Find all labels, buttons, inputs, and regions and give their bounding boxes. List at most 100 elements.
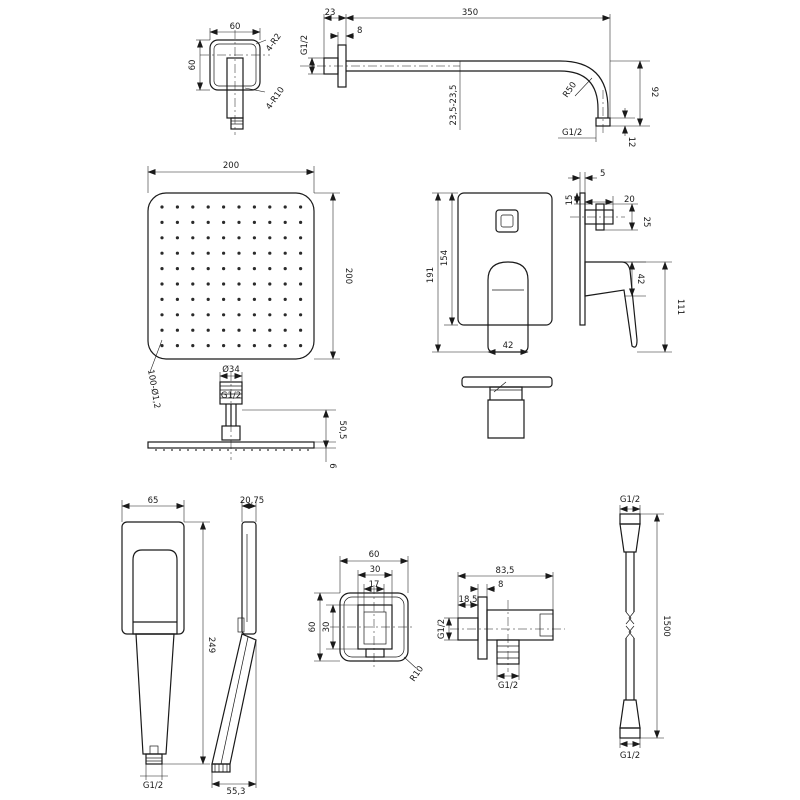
- nozzle-dot: [206, 220, 210, 224]
- nozzle-dot: [252, 328, 256, 332]
- nozzle-dot: [283, 205, 287, 209]
- nozzle-dot: [237, 344, 241, 348]
- nozzle-dot: [268, 267, 272, 271]
- shower-arm-view: 23 350 8 G1/2 23,5-23,5 R50 92 12 G1/2: [300, 8, 659, 147]
- side-nozzle-dot: [155, 449, 157, 451]
- outlet-elbow-side-flange: [477, 596, 488, 660]
- hose-thread-bottom-label: G1/2: [620, 751, 640, 761]
- nozzle-dot: [175, 205, 179, 209]
- head-shower-width-label: 200: [223, 161, 239, 171]
- side-nozzle-dot: [219, 449, 221, 451]
- head-shower-thread-label: G1/2: [221, 391, 241, 401]
- nozzle-dot: [175, 236, 179, 240]
- nozzle-dot: [299, 328, 303, 332]
- nozzle-dot: [206, 205, 210, 209]
- nozzle-dot: [206, 297, 210, 301]
- mixer-side-height-label: 111: [675, 299, 685, 315]
- nozzle-dot: [191, 313, 195, 317]
- nozzle-dot: [283, 282, 287, 286]
- shower-arm-pipe: [346, 60, 609, 118]
- nozzle-dot: [268, 282, 272, 286]
- side-nozzle-dot: [291, 449, 293, 451]
- outlet-elbow-view: 60 30 17 60 30 R10 83,5: [308, 550, 565, 691]
- shower-arm-thread-top-label: G1/2: [300, 35, 310, 55]
- side-nozzle-dot: [195, 449, 197, 451]
- nozzle-dot: [283, 297, 287, 301]
- hand-shower-side-head: [241, 521, 257, 635]
- nozzle-dot: [222, 267, 226, 271]
- nozzle-dot: [175, 328, 179, 332]
- shower-arm-range-label: 23,5-23,5: [449, 85, 459, 126]
- head-shower-side-nozzles: [155, 449, 309, 451]
- head-shower-plate: [147, 192, 315, 360]
- mixer-height-total-label: 191: [426, 267, 436, 283]
- head-shower-connector-diameter-label: Ø34: [222, 364, 240, 375]
- nozzle-dot: [206, 267, 210, 271]
- shower-arm-height-label: 92: [649, 87, 659, 98]
- mixer-top-valve: [487, 386, 525, 439]
- nozzle-dot: [237, 282, 241, 286]
- outlet-elbow-width-label: 60: [369, 550, 380, 560]
- wall-mount-height-label: 60: [188, 60, 198, 71]
- nozzle-dot: [206, 236, 210, 240]
- nozzle-dot: [222, 282, 226, 286]
- head-shower-nozzle-grid: [160, 205, 303, 348]
- nozzle-dot: [191, 205, 195, 209]
- nozzle-dot: [268, 251, 272, 255]
- nozzle-dot: [191, 220, 195, 224]
- side-nozzle-dot: [203, 449, 205, 451]
- mixer-diverter-button: [495, 209, 519, 233]
- head-shower-height-label: 200: [343, 268, 353, 284]
- head-shower-thickness-label: 6: [327, 463, 337, 468]
- nozzle-dot: [283, 313, 287, 317]
- nozzle-dot: [191, 267, 195, 271]
- hose-view: G1/2 1500 G1/2: [619, 495, 671, 761]
- nozzle-dot: [299, 251, 303, 255]
- nozzle-dot: [175, 220, 179, 224]
- mixer-top-plate: [461, 376, 553, 388]
- nozzle-dot: [268, 236, 272, 240]
- hand-shower-width-label: 65: [148, 496, 159, 506]
- shower-arm-flange-label: 8: [357, 26, 362, 36]
- nozzle-dot: [252, 267, 256, 271]
- nozzle-dot: [160, 251, 164, 255]
- side-nozzle-dot: [243, 449, 245, 451]
- outlet-elbow-thread-bottom-label: G1/2: [498, 681, 518, 691]
- nozzle-dot: [175, 297, 179, 301]
- nozzle-dot: [237, 313, 241, 317]
- mixer-valve-label: 25: [641, 217, 651, 228]
- nozzle-dot: [222, 328, 226, 332]
- mixer-handle-width-label: 42: [503, 341, 514, 351]
- nozzle-dot: [222, 297, 226, 301]
- nozzle-dot: [160, 205, 164, 209]
- nozzle-dot: [222, 344, 226, 348]
- nozzle-dot: [206, 251, 210, 255]
- shower-arm-offset-label: 23: [325, 8, 336, 18]
- nozzle-dot: [283, 251, 287, 255]
- nozzle-dot: [160, 282, 164, 286]
- nozzle-dot: [268, 220, 272, 224]
- nozzle-dot: [237, 297, 241, 301]
- nozzle-dot: [299, 344, 303, 348]
- nozzle-dot: [191, 251, 195, 255]
- nozzle-dot: [222, 251, 226, 255]
- nozzle-dot: [222, 205, 226, 209]
- wall-mount-width-label: 60: [230, 22, 241, 32]
- nozzle-dot: [237, 328, 241, 332]
- hose-thread-top-label: G1/2: [620, 495, 640, 505]
- nozzle-dot: [191, 297, 195, 301]
- hose-bottom-sleeve: [619, 699, 641, 729]
- mixer-lever-height-label: 42: [635, 274, 645, 285]
- head-shower-view: 200 200 100-Ø1,2 Ø34 G1/2 50,5 6: [145, 161, 353, 469]
- mixer-height-inner-label: 154: [440, 250, 450, 266]
- outlet-elbow-side-body: [486, 609, 554, 641]
- nozzle-dot: [191, 236, 195, 240]
- wall-mount-corner-radius-label: 4-R2: [264, 32, 284, 54]
- nozzle-dot: [160, 297, 164, 301]
- hand-shower-handle: [135, 633, 175, 755]
- outlet-elbow-height-label: 60: [308, 622, 318, 633]
- nozzle-dot: [299, 297, 303, 301]
- wall-mount-outer-radius-label: 4-R10: [264, 85, 287, 111]
- side-nozzle-dot: [235, 449, 237, 451]
- nozzle-dot: [252, 236, 256, 240]
